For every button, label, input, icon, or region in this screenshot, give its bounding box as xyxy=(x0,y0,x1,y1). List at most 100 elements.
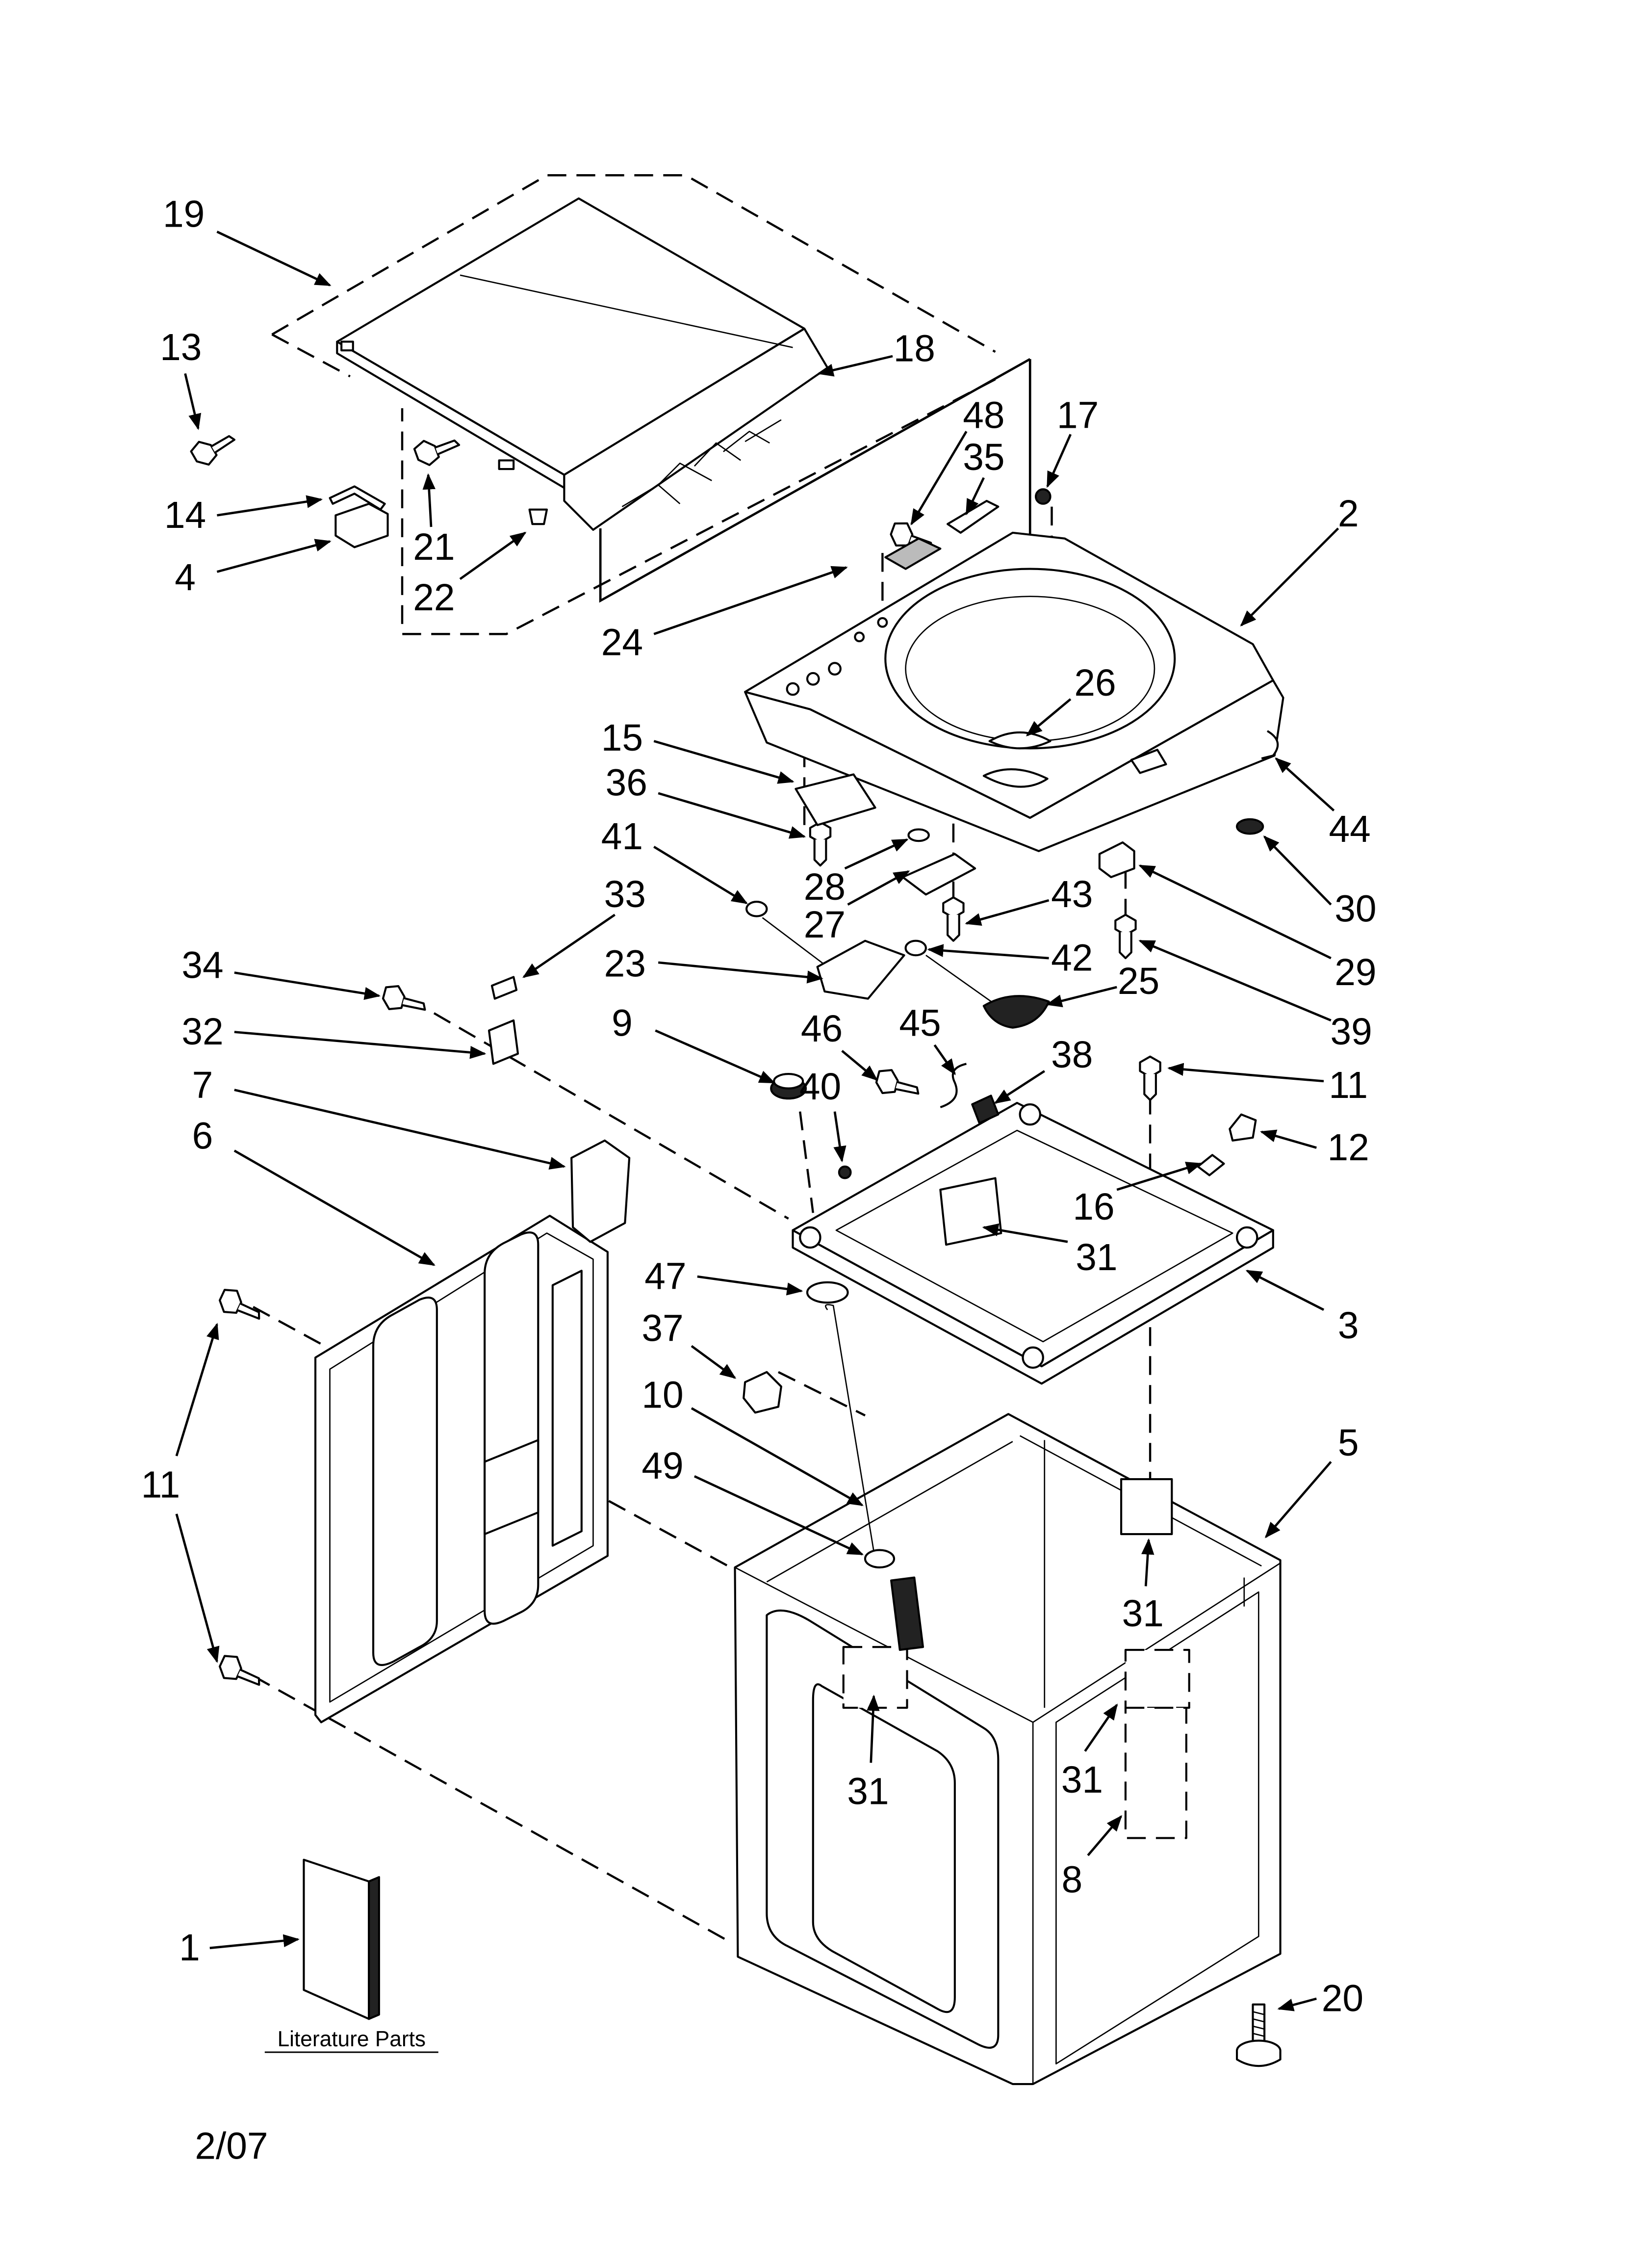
callout-46: 46 xyxy=(801,1008,843,1050)
leader-23 xyxy=(658,961,823,984)
screw-head xyxy=(942,896,965,919)
cap-9-top xyxy=(773,1073,804,1090)
callout-41: 41 xyxy=(601,816,643,858)
label-33 xyxy=(490,976,518,1000)
callout-44: 44 xyxy=(1329,808,1370,850)
leader-43 xyxy=(965,899,1050,926)
leader-49 xyxy=(693,1475,864,1556)
leader-41 xyxy=(653,845,748,905)
screw-39 xyxy=(1114,913,1137,960)
screw-shaft xyxy=(1119,932,1132,960)
leader-19 xyxy=(216,231,332,287)
callout-26: 26 xyxy=(1074,662,1116,704)
lid-boundary-top xyxy=(271,174,996,353)
leader-32 xyxy=(234,1031,487,1059)
cabinet-side-panel xyxy=(1055,1591,1259,2065)
spring xyxy=(890,1576,924,1651)
leader-8 xyxy=(1087,1815,1123,1856)
control-hole xyxy=(806,672,820,686)
rear-panel-rib-right xyxy=(484,1231,539,1625)
leader-39 xyxy=(1138,939,1332,1022)
leader-13 xyxy=(184,373,202,430)
screw-head xyxy=(219,1289,242,1314)
leader-27 xyxy=(847,870,910,906)
lid-crease xyxy=(460,274,793,348)
frame-corner-foot xyxy=(1235,1226,1258,1249)
frame-corner-foot xyxy=(1022,1346,1044,1369)
leader-9 xyxy=(655,1029,776,1084)
literature-caption: Literature Parts xyxy=(278,2027,426,2051)
control-hole xyxy=(854,631,865,643)
screw-shaft xyxy=(1143,1074,1157,1101)
literature-book xyxy=(303,1858,380,2020)
leader-34 xyxy=(234,971,381,1000)
screw-shaft xyxy=(237,1668,260,1686)
callout-31-side: 31 xyxy=(1061,1759,1103,1801)
leader-31-side xyxy=(1084,1703,1118,1752)
leader-22 xyxy=(459,531,527,580)
screw-head xyxy=(413,440,440,466)
callout-45: 45 xyxy=(899,1002,941,1044)
leader-45 xyxy=(933,1044,956,1075)
leader-20 xyxy=(1277,1997,1317,2011)
callout-40: 40 xyxy=(799,1066,841,1108)
wire-45 xyxy=(940,1063,967,1108)
callout-7: 7 xyxy=(192,1065,213,1106)
leader-48 xyxy=(910,431,968,526)
leader-46 xyxy=(841,1050,878,1081)
leader-1 xyxy=(209,1934,300,1950)
leader-17 xyxy=(1046,434,1072,488)
base-frame xyxy=(792,1102,1274,1385)
leader-11-top-right xyxy=(1167,1063,1324,1083)
leader-11-upper-left xyxy=(175,1323,219,1457)
label-31-frame xyxy=(939,1177,1002,1246)
part-38 xyxy=(971,1095,1000,1124)
leader-36 xyxy=(658,792,806,839)
hardware xyxy=(190,435,1279,1686)
callout-12: 12 xyxy=(1328,1127,1369,1169)
callout-31-front: 31 xyxy=(847,1771,889,1813)
washer-41 xyxy=(745,900,768,917)
callout-31-back: 31 xyxy=(1122,1593,1164,1635)
cabinet-front-edge xyxy=(734,1562,1281,2085)
nut-17 xyxy=(1034,488,1052,505)
callout-21: 21 xyxy=(413,526,455,568)
screw-36 xyxy=(809,821,832,867)
bracket-35 xyxy=(947,499,1000,534)
leg-foot-base xyxy=(1235,2051,1282,2067)
callout-6: 6 xyxy=(192,1115,213,1157)
lid-boundary-bottom xyxy=(401,378,996,635)
callout-27: 27 xyxy=(804,904,846,946)
screw-head xyxy=(382,985,406,1011)
washer-42 xyxy=(904,939,927,957)
leader-2 xyxy=(1240,527,1339,626)
screw-shaft xyxy=(237,1303,260,1320)
top-panel xyxy=(744,531,1284,852)
lid-boundary-left xyxy=(271,333,351,378)
leader-31-back xyxy=(1141,1538,1155,1587)
bracket-37 xyxy=(743,1371,782,1414)
leader-47 xyxy=(697,1275,803,1296)
leveling-leg xyxy=(1235,2003,1282,2067)
leader-arrows xyxy=(175,231,1339,2011)
screw-11-upper-left xyxy=(219,1289,260,1320)
cap-26 xyxy=(988,731,1052,750)
lid-assembly xyxy=(336,197,829,531)
lid-bracket-line xyxy=(599,358,1031,603)
callout-38: 38 xyxy=(1051,1034,1093,1076)
switch-29 xyxy=(1098,841,1135,878)
wire-44 xyxy=(1261,730,1279,760)
lid-hinge-ribs xyxy=(621,419,782,507)
bracket-4 xyxy=(334,502,389,548)
cabinet-back-window xyxy=(1044,1440,1245,1708)
callout-28: 28 xyxy=(804,866,846,908)
rod-23 xyxy=(762,917,828,967)
callout-10: 10 xyxy=(641,1374,683,1416)
callout-20: 20 xyxy=(1322,1978,1363,2019)
callout-25: 25 xyxy=(1118,961,1159,1002)
leg-threads xyxy=(1253,2011,1265,2037)
dispenser-cup xyxy=(982,768,1049,788)
hinge-27 xyxy=(901,853,976,896)
rear-panel-rib-left xyxy=(372,1296,438,1666)
clip-32 xyxy=(487,1019,519,1065)
